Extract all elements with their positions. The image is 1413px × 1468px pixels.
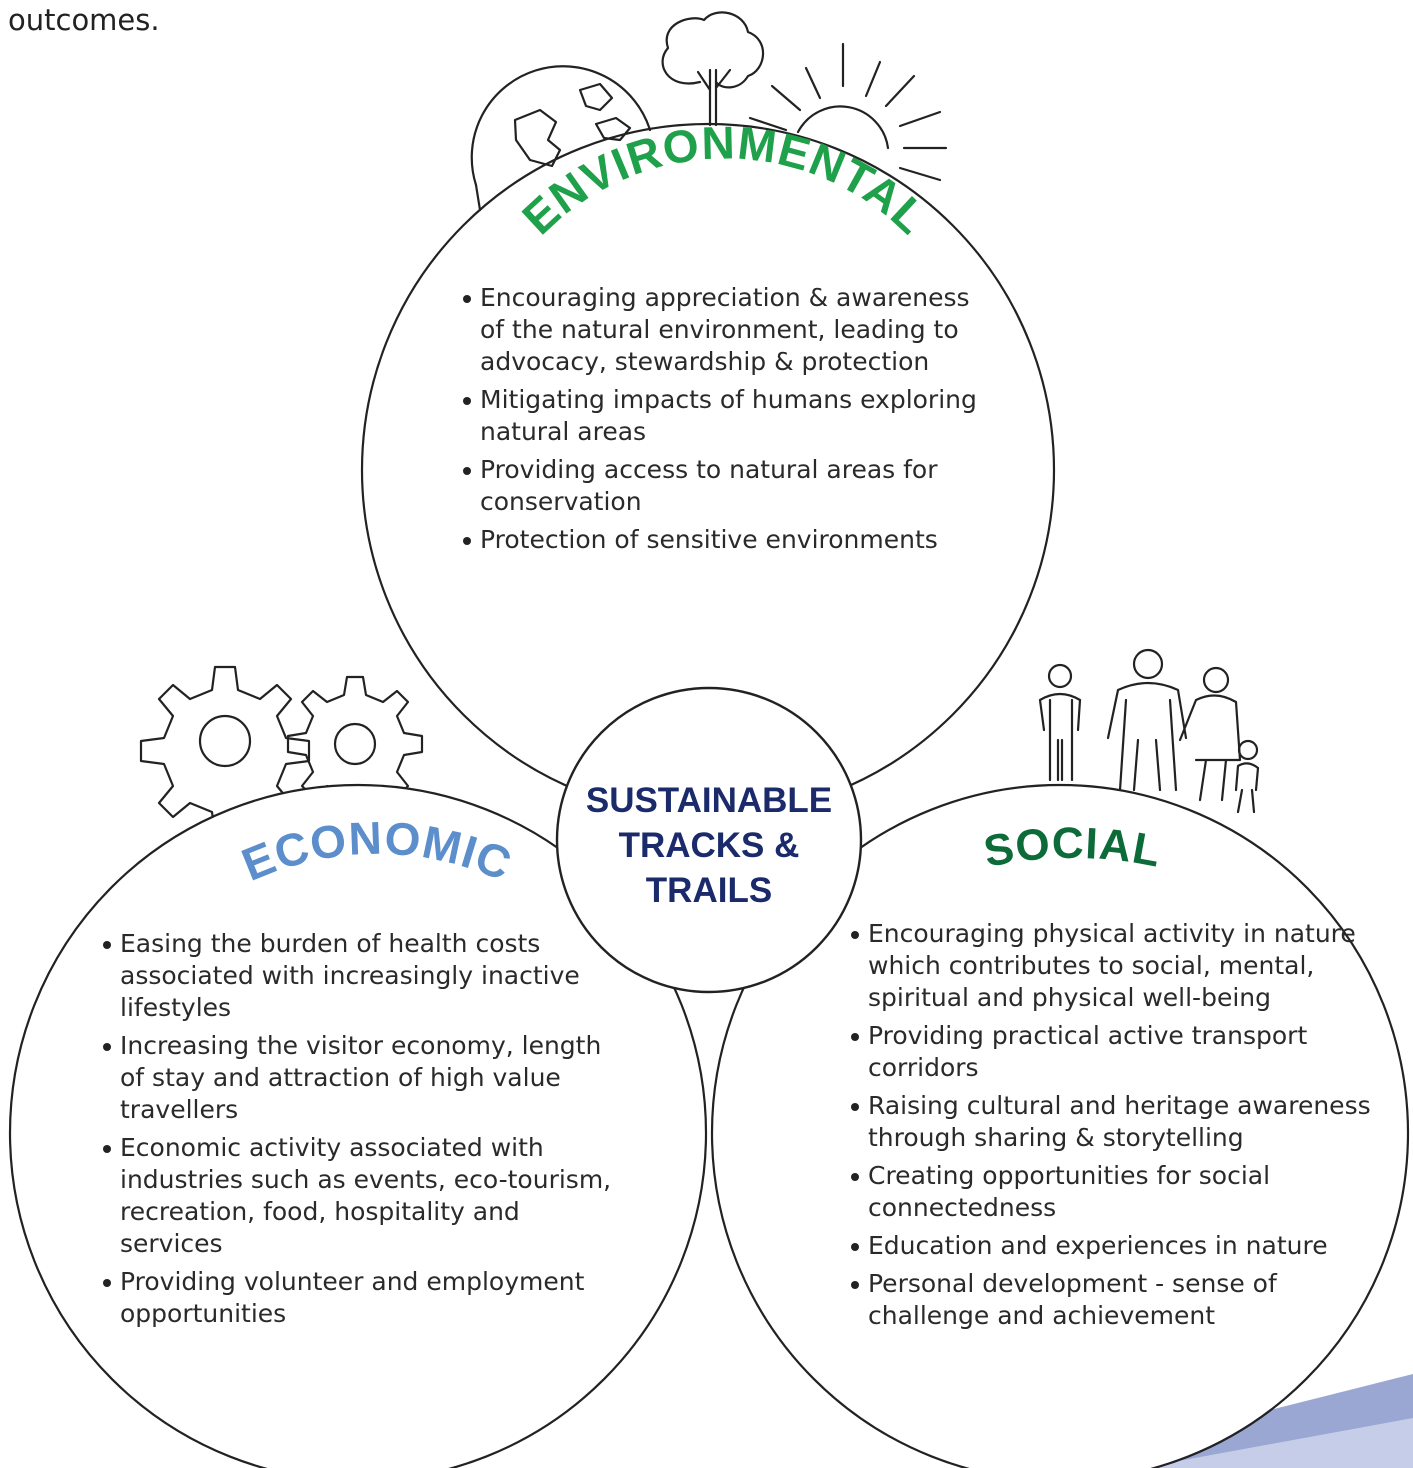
list-item: Education and experiences in nature: [848, 1230, 1388, 1262]
center-title-line: TRACKS &: [618, 826, 800, 865]
list-item: Providing access to natural areas for co…: [460, 454, 1000, 518]
list-item: Providing volunteer and employment oppor…: [100, 1266, 620, 1330]
social-list: Encouraging physical activity in nature …: [848, 918, 1388, 1338]
list-item: Mitigating impacts of humans exploring n…: [460, 384, 1000, 448]
social-circle: [711, 784, 1409, 1468]
environmental-heading: ENVIRONMENTAL: [512, 116, 938, 244]
list-item: Raising cultural and heritage awareness …: [848, 1090, 1388, 1154]
economic-list: Easing the burden of health costs associ…: [100, 928, 620, 1336]
list-item: Creating opportunities for social connec…: [848, 1160, 1388, 1224]
center-title: SUSTAINABLE TRACKS & TRAILS: [556, 778, 862, 913]
center-title-line: TRAILS: [645, 871, 773, 910]
list-item: Increasing the visitor economy, length o…: [100, 1030, 620, 1126]
sun-icon: [748, 42, 948, 182]
list-item: Protection of sensitive environments: [460, 524, 1000, 556]
list-item: Easing the burden of health costs associ…: [100, 928, 620, 1024]
tree-icon: [661, 11, 765, 127]
list-item: Personal development - sense of challeng…: [848, 1268, 1388, 1332]
family-icon: [1038, 648, 1260, 814]
list-item: Encouraging appreciation & awareness of …: [460, 282, 1000, 378]
economic-circle: [9, 784, 707, 1468]
center-circle: [555, 686, 863, 994]
list-item: Economic activity associated with indust…: [100, 1132, 620, 1260]
intro-text: outcomes.: [8, 3, 160, 37]
center-title-line: SUSTAINABLE: [585, 781, 833, 820]
list-item: Providing practical active transport cor…: [848, 1020, 1388, 1084]
environmental-list: Encouraging appreciation & awareness of …: [460, 282, 1000, 562]
social-heading: SOCIAL: [980, 819, 1165, 877]
list-item: Encouraging physical activity in nature …: [848, 918, 1388, 1014]
